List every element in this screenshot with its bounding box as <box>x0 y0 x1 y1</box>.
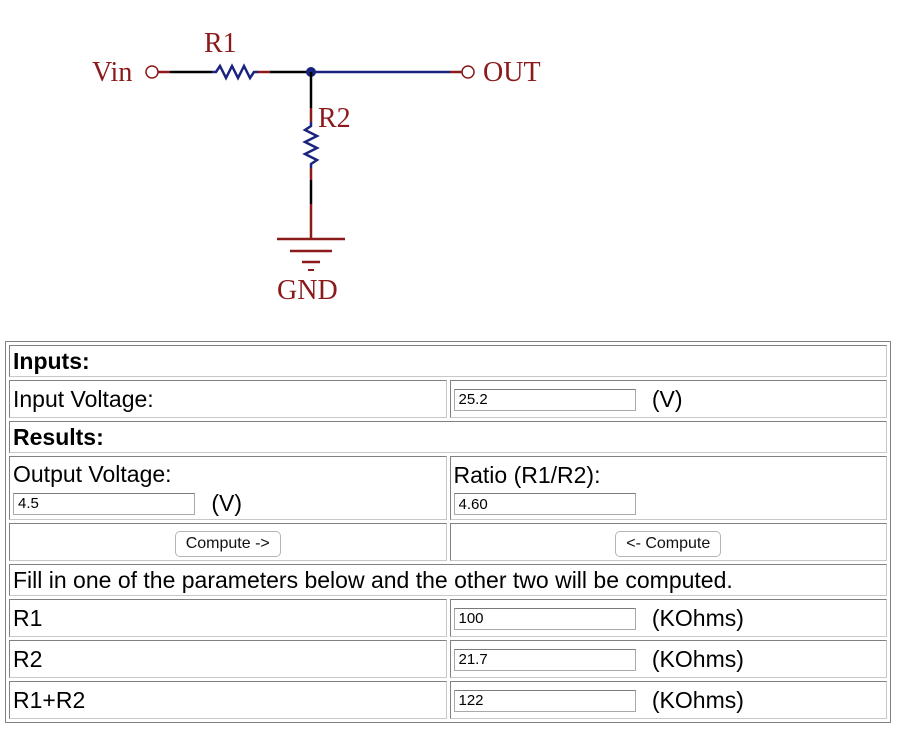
r2-label: R2 <box>318 103 351 134</box>
r1-resistor <box>212 63 258 81</box>
r1-plus-r2-field[interactable] <box>453 689 636 712</box>
voltage-divider-schematic: Vin R1 R2 OUT GND <box>92 28 541 306</box>
input-voltage-label: Input Voltage: <box>9 380 447 418</box>
r2-param-label: R2 <box>9 640 447 678</box>
r1-unit: (KOhms) <box>651 605 744 632</box>
r2-resistor <box>302 122 320 168</box>
vin-label: Vin <box>92 57 132 88</box>
input-voltage-field[interactable] <box>453 388 636 411</box>
divider-calculator-table: Inputs: Input Voltage: (V) Results: Outp… <box>5 341 891 723</box>
input-voltage-unit: (V) <box>651 386 683 413</box>
output-voltage-label: Output Voltage: <box>13 460 172 487</box>
ratio-label: Ratio (R1/R2): <box>453 461 601 488</box>
output-voltage-cell: Output Voltage: (V) <box>9 456 447 520</box>
params-instruction: Fill in one of the parameters below and … <box>9 564 887 596</box>
compute-right-cell: Compute -> <box>9 523 447 561</box>
ground-symbol <box>277 237 345 271</box>
output-voltage-field[interactable] <box>13 492 195 515</box>
inputs-heading: Inputs: <box>9 345 887 377</box>
compute-backward-button[interactable]: <- Compute <box>615 531 722 557</box>
r1-plus-r2-unit: (KOhms) <box>651 687 744 714</box>
compute-forward-button[interactable]: Compute -> <box>174 531 281 557</box>
r1-plus-r2-label: R1+R2 <box>9 681 447 719</box>
output-voltage-unit: (V) <box>211 490 243 517</box>
r1-param-cell: (KOhms) <box>449 599 887 637</box>
vin-terminal <box>145 65 159 79</box>
compute-left-cell: <- Compute <box>449 523 887 561</box>
r1-field[interactable] <box>453 607 636 630</box>
ratio-field[interactable] <box>453 493 636 516</box>
r1-param-label: R1 <box>9 599 447 637</box>
gnd-label: GND <box>277 275 338 306</box>
results-heading: Results: <box>9 421 887 453</box>
r2-param-cell: (KOhms) <box>449 640 887 678</box>
r2-field[interactable] <box>453 648 636 671</box>
out-terminal <box>461 65 475 79</box>
ratio-cell: Ratio (R1/R2): <box>449 456 887 520</box>
r1-plus-r2-cell: (KOhms) <box>449 681 887 719</box>
r1-label: R1 <box>204 28 237 59</box>
r2-unit: (KOhms) <box>651 646 744 673</box>
input-voltage-cell: (V) <box>449 380 887 418</box>
out-label: OUT <box>483 57 541 88</box>
